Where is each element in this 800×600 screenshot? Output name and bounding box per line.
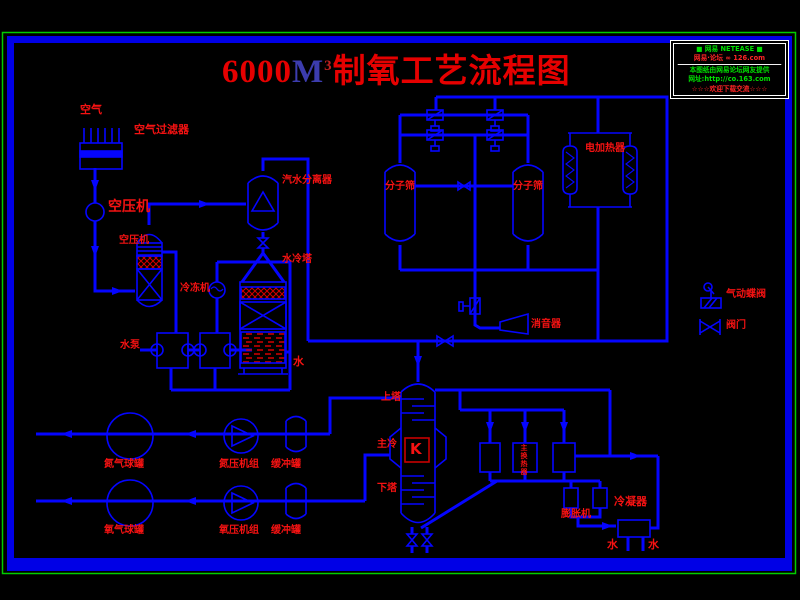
- water-cooling-tower-symbol: [238, 281, 288, 375]
- heat-exchanger-boxes: [479, 442, 576, 473]
- watermark-line5: ☆☆☆欢迎下载交流☆☆☆: [691, 84, 768, 93]
- chiller-symbol: [208, 281, 226, 299]
- valve-symbols: [436, 180, 471, 348]
- molecular-sieve-left-label: 分子筛: [385, 181, 415, 192]
- air-compressor-vessel: [136, 233, 163, 308]
- electric-heater-symbol: [562, 132, 638, 208]
- main-condenser-box: [404, 437, 430, 463]
- legend-pneumatic-valve-icon: [700, 282, 722, 309]
- main-condenser-label: 主冷: [377, 439, 397, 450]
- title-number: 6000: [222, 54, 292, 90]
- nitrogen-tank-symbol: [106, 412, 154, 460]
- oxygen-compressor-label: 氧压机组: [219, 525, 259, 536]
- buffer-tank-symbols: [285, 415, 307, 520]
- steam-water-separator-label: 汽水分离器: [282, 175, 332, 186]
- nitrogen-tank-label: 氮气球罐: [104, 459, 144, 470]
- electric-heater-label: 电加热器: [585, 143, 625, 154]
- oxygen-tank-symbol: [106, 479, 154, 527]
- water-cooling-tower-label: 水冷塔: [282, 254, 312, 265]
- air-compressor-symbol: [85, 202, 105, 222]
- title-text: 制氧工艺流程图: [332, 54, 571, 90]
- muffler-label: 消音器: [531, 319, 561, 330]
- air-label: 空气: [80, 103, 102, 116]
- legend-valve-icon: [699, 319, 721, 335]
- watermark-line2: 网易·论坛 ∞ 126.com: [693, 54, 766, 62]
- watermark-divider: [677, 64, 782, 66]
- pneumatic-valve-symbols: [426, 109, 504, 315]
- legend-pneumatic-valve-label: 气动蝶阀: [726, 289, 766, 300]
- watermark-line3: 本图纸由网易论坛网友提供: [689, 66, 770, 74]
- buffer-tank-2-label: 缓冲罐: [271, 525, 301, 536]
- main-heat-exchanger-label: 主换热器: [520, 444, 528, 476]
- title-unit: M: [292, 54, 325, 90]
- molecular-sieve-vessels: [384, 164, 544, 242]
- air-compressor-2-label: 空压机: [119, 235, 149, 246]
- distillation-column-symbol: [389, 383, 447, 547]
- air-filter-label: 空气过滤器: [134, 123, 189, 136]
- main-condenser-k-label: K: [410, 440, 422, 458]
- water-mid-label: 水: [293, 355, 304, 368]
- air-filter-symbol: [79, 128, 123, 170]
- sheet-border: [1, 31, 797, 575]
- legend-valve-label: 阀门: [726, 320, 746, 331]
- watermark-stamp: ■ 网易 NETEASE ■ 网易·论坛 ∞ 126.com 本图纸由网易论坛网…: [670, 40, 789, 99]
- oxygen-compressor-symbol: [223, 485, 259, 521]
- water-pump-symbols: [150, 332, 237, 369]
- lower-column-label: 下塔: [377, 483, 397, 494]
- upper-column-label: 上塔: [381, 392, 401, 403]
- piping: [36, 95, 669, 553]
- watermark-line1: ■ 网易 NETEASE ■: [696, 44, 763, 53]
- condenser-symbol: [617, 519, 651, 538]
- nitrogen-compressor-label: 氮压机组: [219, 459, 259, 470]
- water-pump-label: 水泵: [120, 340, 140, 351]
- muffler-symbol: [499, 312, 529, 335]
- molecular-sieve-right-label: 分子筛: [513, 181, 543, 192]
- watermark-line4: 网址:http://co.163.com: [688, 75, 771, 84]
- page-title: 6000M3制氧工艺流程图: [222, 44, 571, 92]
- water-out-label: 水: [648, 538, 659, 551]
- chiller-label: 冷冻机: [180, 283, 210, 294]
- expander-symbols: [563, 487, 608, 509]
- oxygen-tank-label: 氧气球罐: [104, 525, 144, 536]
- steam-water-separator-symbol: [247, 175, 279, 249]
- nitrogen-compressor-symbol: [223, 418, 259, 454]
- equipment: [79, 109, 722, 547]
- buffer-tank-1-label: 缓冲罐: [271, 459, 301, 470]
- air-compressor-1-label: 空压机: [108, 199, 150, 215]
- title-superscript: 3: [324, 58, 333, 74]
- condenser-label: 冷凝器: [614, 495, 647, 508]
- flow-arrows: [61, 180, 641, 530]
- water-in-label: 水: [607, 538, 618, 551]
- expander-label: 膨胀机: [561, 509, 591, 520]
